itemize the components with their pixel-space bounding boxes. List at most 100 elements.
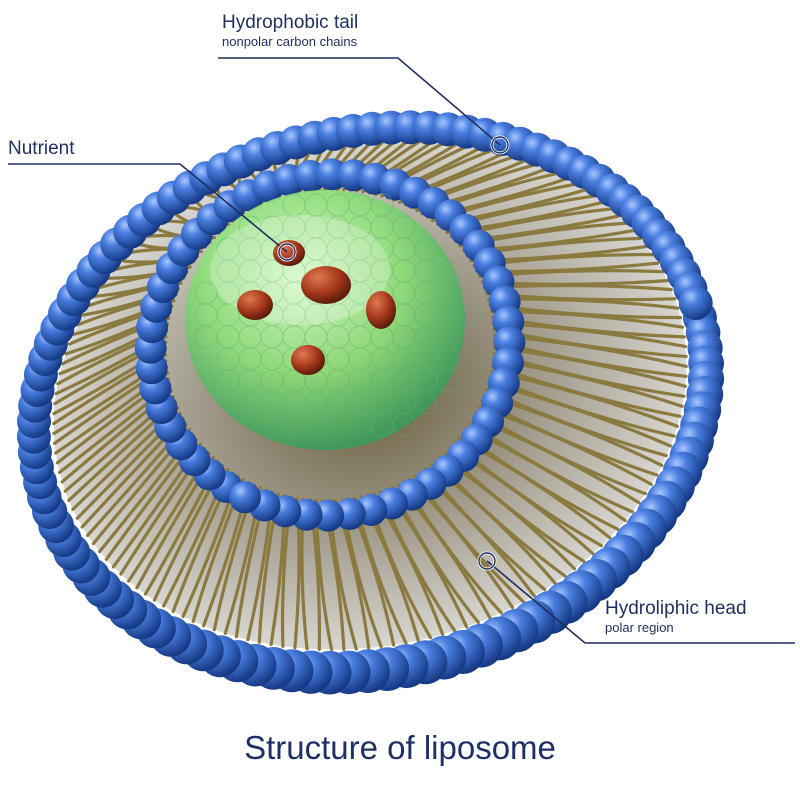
core-cell xyxy=(238,391,262,415)
core-cell xyxy=(260,259,284,283)
core-cell xyxy=(326,391,350,415)
core-cell xyxy=(326,347,350,371)
core-cell xyxy=(260,347,284,371)
core-cell xyxy=(370,347,394,371)
core-cell xyxy=(194,281,218,305)
core-cell xyxy=(392,237,416,261)
core-cell xyxy=(238,325,262,349)
core-cell xyxy=(326,369,350,393)
core-cell xyxy=(282,391,306,415)
core-cell xyxy=(238,347,262,371)
core-cell xyxy=(392,369,416,393)
lipid-head xyxy=(229,481,261,514)
core-cell xyxy=(392,325,416,349)
core-cell xyxy=(326,237,350,261)
core-cell xyxy=(348,237,372,261)
core-cell xyxy=(304,391,328,415)
core-cell xyxy=(392,215,416,239)
core-cell xyxy=(326,325,350,349)
core-cell xyxy=(414,347,438,371)
core-cell xyxy=(370,237,394,261)
inner-head-layer-front xyxy=(229,285,526,532)
nutrient-particle xyxy=(301,266,351,304)
core-cell xyxy=(282,325,306,349)
core-cell xyxy=(348,347,372,371)
core-cell xyxy=(216,347,240,371)
nutrients xyxy=(237,240,396,375)
core-cell xyxy=(392,391,416,415)
core-cell xyxy=(370,391,394,415)
hydrophilic-head-label: Hydroliphic head polar region xyxy=(605,598,747,636)
tail-callout-line xyxy=(218,57,501,146)
core-cell xyxy=(304,303,328,327)
core-cell xyxy=(282,303,306,327)
core-cell xyxy=(348,391,372,415)
inner-head-layer-back xyxy=(134,158,515,503)
hydrophilic-head-title: Hydroliphic head xyxy=(605,598,747,619)
outer-head-layer xyxy=(16,110,725,695)
core-cell xyxy=(260,391,284,415)
core-cell xyxy=(348,325,372,349)
core-cell xyxy=(392,347,416,371)
nutrient-particle xyxy=(291,345,325,375)
core-cell xyxy=(326,413,350,437)
core-cell xyxy=(436,303,460,327)
core-cell xyxy=(392,281,416,305)
core-cell xyxy=(260,215,284,239)
core-cell xyxy=(326,303,350,327)
core-cell xyxy=(194,325,218,349)
core-cell xyxy=(282,369,306,393)
core-cell xyxy=(414,303,438,327)
nutrient-label: Nutrient xyxy=(8,138,75,160)
core-cell xyxy=(216,303,240,327)
core-cell xyxy=(348,193,372,217)
callout-lines xyxy=(8,57,795,644)
core-cell xyxy=(414,391,438,415)
nutrient-particle xyxy=(366,291,396,329)
core-cell xyxy=(238,259,262,283)
core-cell xyxy=(216,281,240,305)
core-cell xyxy=(348,281,372,305)
core-cell xyxy=(414,237,438,261)
core-cell xyxy=(304,215,328,239)
core-cell xyxy=(260,413,284,437)
nutrient-callout-line xyxy=(8,163,288,253)
nutrient-title: Nutrient xyxy=(8,138,75,159)
core-cell xyxy=(370,259,394,283)
core-cell xyxy=(348,369,372,393)
core-cell xyxy=(216,237,240,261)
core-cell xyxy=(238,237,262,261)
hydrophilic-head-subtitle: polar region xyxy=(605,620,674,635)
core-cell xyxy=(194,303,218,327)
core-cell xyxy=(436,259,460,283)
core-cell xyxy=(326,215,350,239)
core-cell xyxy=(348,259,372,283)
core-cell xyxy=(370,369,394,393)
hydrophobic-tail-subtitle: nonpolar carbon chains xyxy=(222,34,358,49)
core-cell xyxy=(304,237,328,261)
core-cell xyxy=(216,259,240,283)
core-cell xyxy=(392,413,416,437)
core-cell xyxy=(238,369,262,393)
core-cell xyxy=(260,369,284,393)
core-cell xyxy=(348,215,372,239)
core-cell xyxy=(304,413,328,437)
lipid-head xyxy=(678,286,713,320)
core-cell xyxy=(436,325,460,349)
core-cell xyxy=(238,215,262,239)
core-cell xyxy=(436,369,460,393)
hydrophobic-tail-label: Hydrophobic tail nonpolar carbon chains xyxy=(222,12,358,50)
core-cell xyxy=(370,215,394,239)
core-cell xyxy=(260,325,284,349)
core-cell xyxy=(414,325,438,349)
nutrient-particle xyxy=(237,290,273,320)
core-cell xyxy=(216,325,240,349)
core-cell xyxy=(282,193,306,217)
core-cell xyxy=(348,413,372,437)
core-cell xyxy=(414,259,438,283)
core-cell xyxy=(436,281,460,305)
core-cell xyxy=(326,193,350,217)
head-callout-line xyxy=(486,560,795,644)
hydrophobic-tail-title: Hydrophobic tail xyxy=(222,12,359,33)
